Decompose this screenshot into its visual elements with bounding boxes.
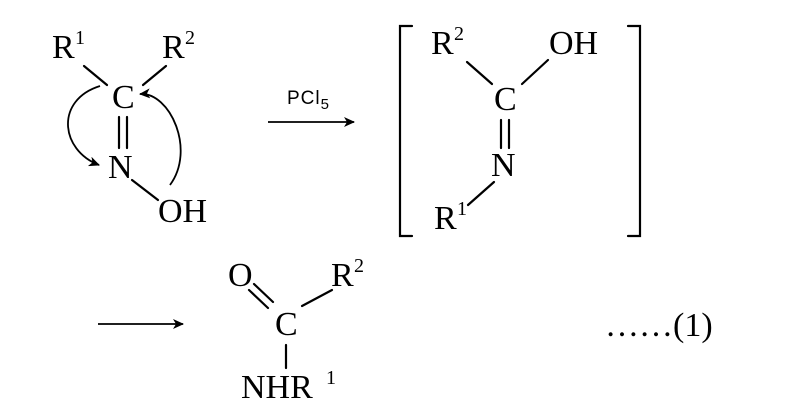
equation-number: ……(1) — [605, 307, 713, 344]
oxime-r1-label: R — [52, 29, 75, 66]
intermediate-r1-label: R — [434, 200, 457, 237]
oxime-carbon-label: C — [112, 79, 135, 116]
bond-nitrogen-oxygen — [130, 178, 160, 202]
intermediate-molecule: R 2 OH C N R 1 — [398, 23, 642, 238]
oxime-r2-superscript: 2 — [185, 27, 195, 49]
reagent-label: PCl5 — [287, 88, 330, 113]
product-oxygen-label: O — [228, 257, 253, 294]
bond-r2-carbon-product — [300, 288, 334, 308]
right-bracket — [626, 24, 642, 238]
oxime-molecule: R 1 R 2 C N OH — [52, 27, 207, 230]
bond-r2-carbon — [141, 64, 168, 87]
oxime-nitrogen-label: N — [108, 149, 133, 186]
oxime-r2-label: R — [162, 29, 185, 66]
intermediate-nitrogen-label: N — [491, 147, 516, 184]
bond-r2-carbon-intermediate — [465, 60, 494, 86]
curved-arrow-left-icon — [67, 85, 101, 167]
reaction-arrow-1: PCl5 — [268, 88, 355, 127]
bond-r1-carbon — [82, 64, 109, 87]
product-amine-superscript: 1 — [326, 367, 336, 389]
bond-nitrogen-r1-intermediate — [466, 180, 496, 207]
amide-molecule: O R 2 C NHR 1 — [228, 255, 364, 406]
left-bracket — [398, 24, 414, 238]
double-bond-product-1 — [252, 282, 275, 304]
oxime-hydroxyl-label: OH — [158, 193, 207, 230]
product-r2-superscript: 2 — [354, 255, 364, 277]
intermediate-hydroxyl-label: OH — [549, 25, 598, 62]
intermediate-carbon-label: C — [494, 81, 517, 118]
product-amine-label: NHR — [241, 369, 313, 406]
double-bond-product-2 — [247, 288, 270, 310]
bond-oh-carbon-intermediate — [520, 58, 550, 86]
curved-arrow-right-icon — [139, 88, 182, 186]
intermediate-r1-superscript: 1 — [457, 198, 467, 220]
oxime-r1-superscript: 1 — [75, 27, 85, 49]
intermediate-r2-label: R — [431, 25, 454, 62]
product-carbon-label: C — [275, 306, 298, 343]
product-r2-label: R — [331, 257, 354, 294]
intermediate-r2-superscript: 2 — [454, 23, 464, 45]
